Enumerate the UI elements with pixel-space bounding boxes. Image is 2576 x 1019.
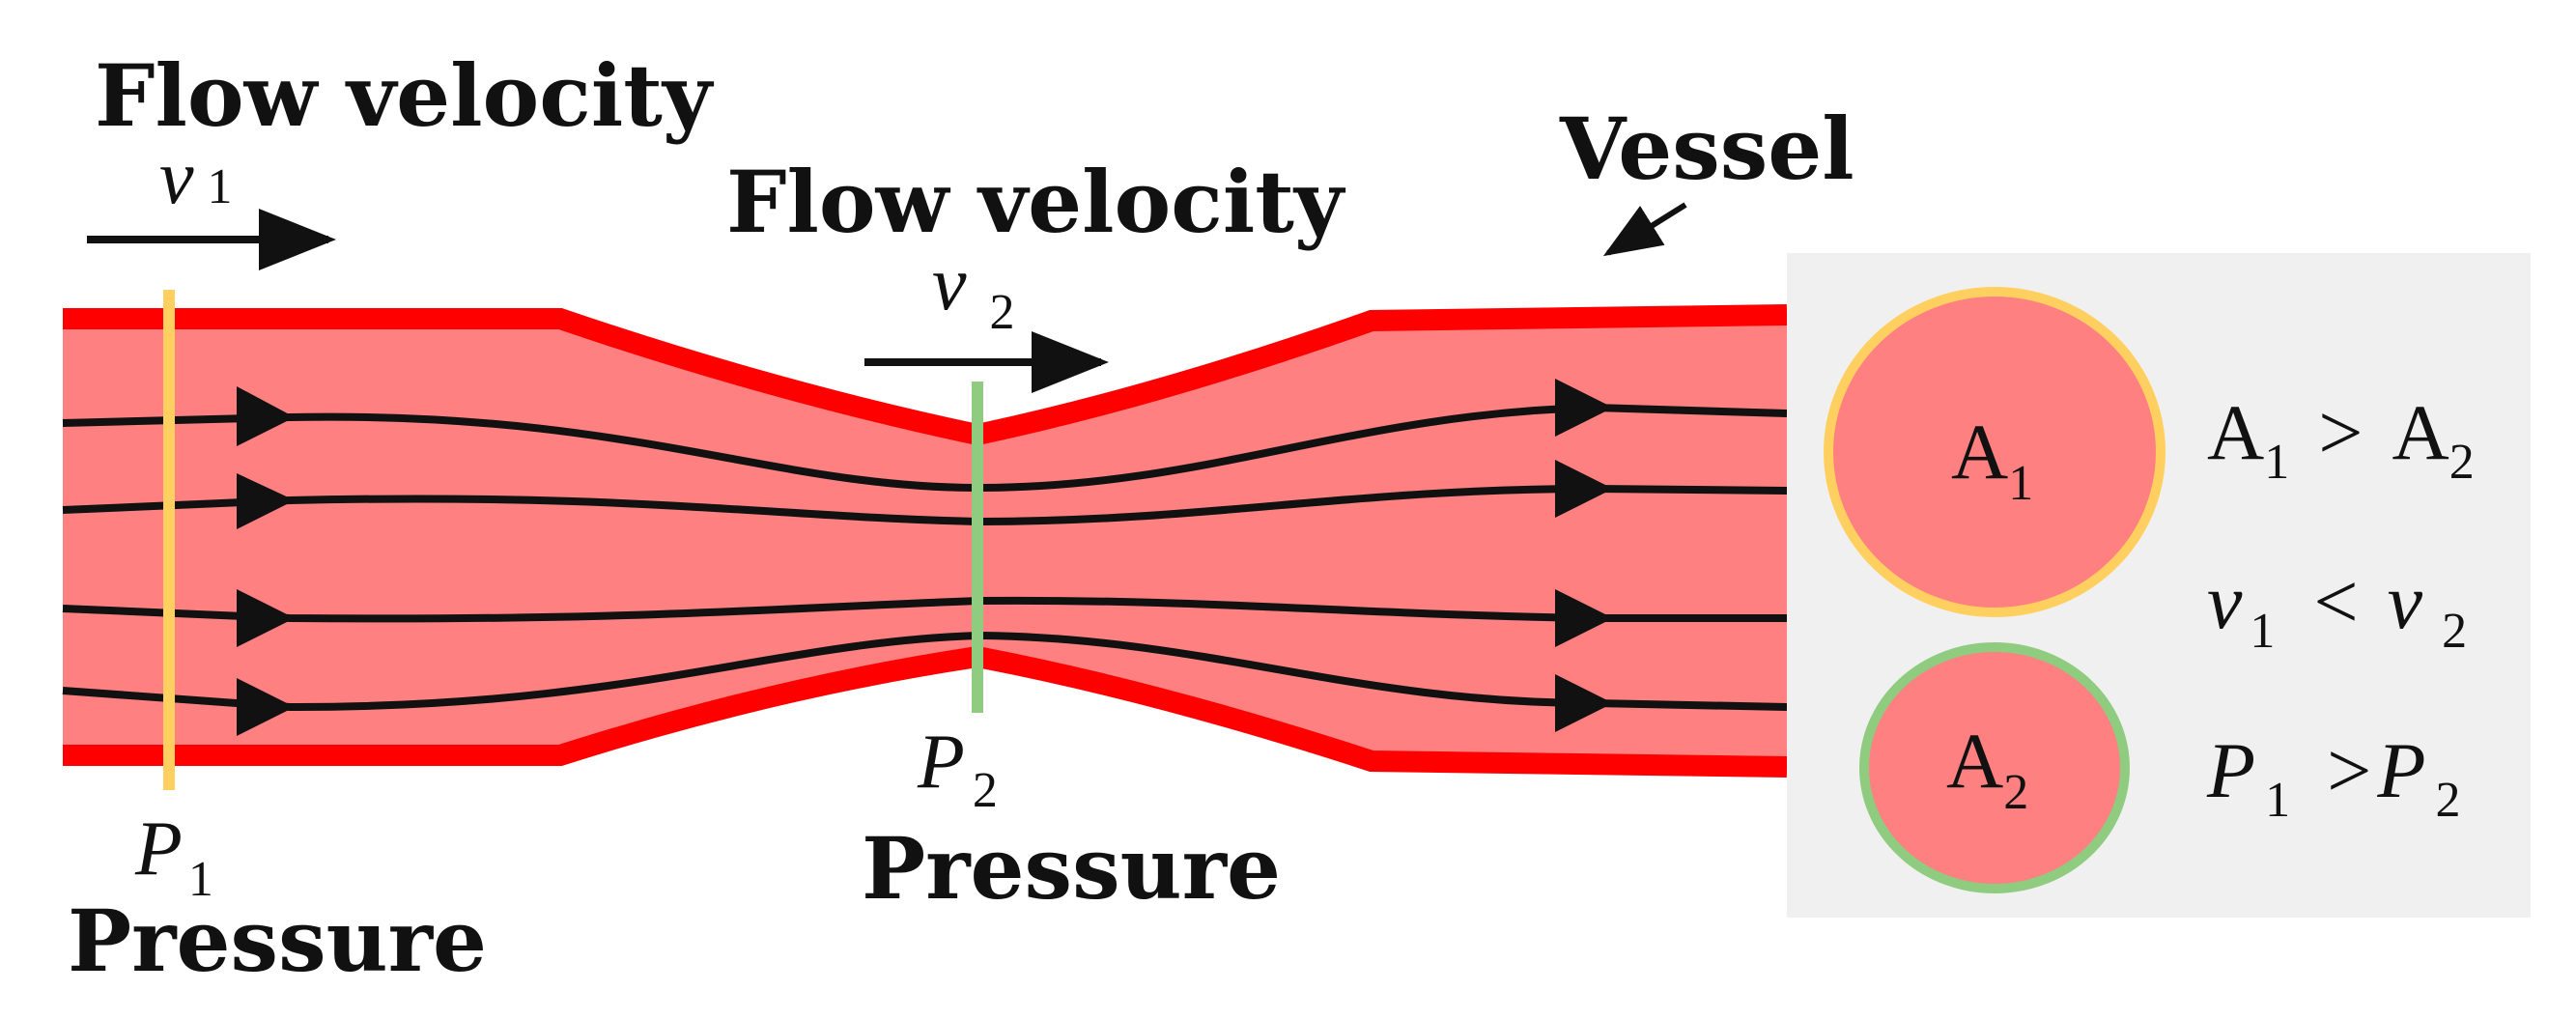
pressure-1-label: Pressure	[68, 891, 487, 991]
flow-arrowhead	[1555, 589, 1613, 647]
flow-arrowhead	[237, 589, 295, 647]
cross-section-a2	[1859, 642, 2130, 893]
a1-label: A1	[1951, 408, 2033, 511]
flow-velocity-1-label: Flow velocity	[95, 45, 715, 146]
a2-label: A2	[1946, 717, 2028, 820]
cross-section-a1	[1824, 287, 2166, 617]
flow-arrowheads	[237, 379, 1613, 736]
pressure-2-label: Pressure	[862, 818, 1281, 919]
flow-velocity-2-label: Flow velocity	[726, 152, 1346, 252]
area-relation: A1>A2	[2207, 388, 2475, 490]
flow-arrowhead	[237, 386, 295, 446]
flow-arrowhead	[237, 473, 295, 529]
flow-arrowhead	[1555, 674, 1613, 732]
vessel-pointer-arrow	[1602, 202, 1687, 257]
vessel-label: Vessel	[1559, 99, 1854, 199]
flow-arrowhead	[237, 678, 295, 736]
flow-arrowhead	[1555, 379, 1613, 437]
flow-arrowhead	[1555, 460, 1613, 518]
